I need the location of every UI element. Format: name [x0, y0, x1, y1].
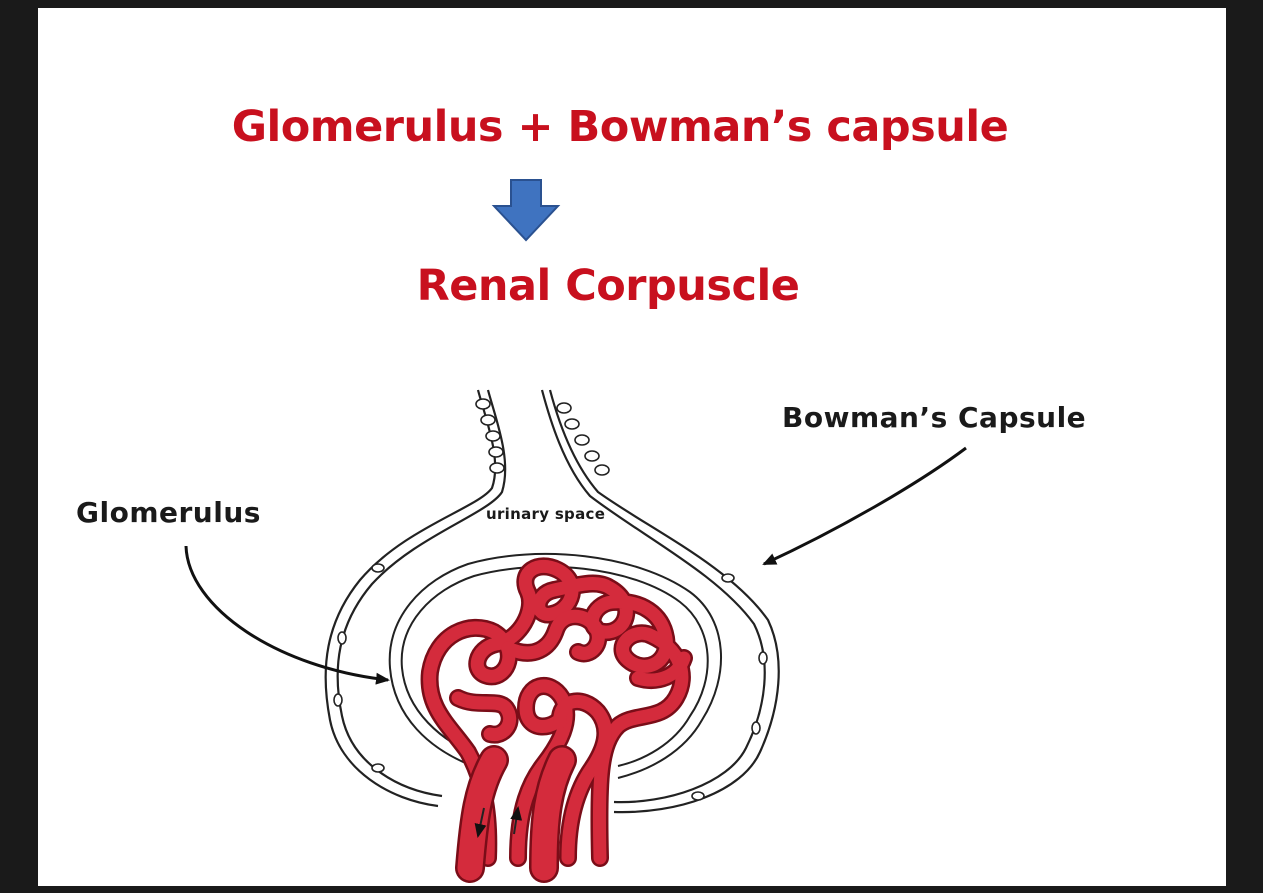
heading-line-2: Renal Corpuscle [416, 261, 800, 311]
bowmans-capsule-pointer-arrow [762, 446, 967, 566]
glomerulus-label: Glomerulus [76, 496, 261, 529]
capsule-cell-nuclei [333, 398, 768, 801]
glomerulus-capillaries [420, 557, 693, 867]
blood-flow-arrows [474, 806, 523, 838]
slide: Glomerulus + Bowman’s capsule Renal Corp… [38, 8, 1226, 886]
renal-corpuscle-diagram [184, 389, 967, 883]
urinary-space-label: urinary space [486, 505, 606, 523]
bowmans-capsule-outer-wall [324, 389, 780, 814]
down-arrow-icon [491, 179, 561, 242]
heading-line-1: Glomerulus + Bowman’s capsule [231, 102, 1009, 152]
glomerulus-pointer-arrow [184, 545, 390, 685]
bowmans-capsule-label: Bowman’s Capsule [782, 401, 1087, 434]
arterioles [455, 745, 577, 883]
